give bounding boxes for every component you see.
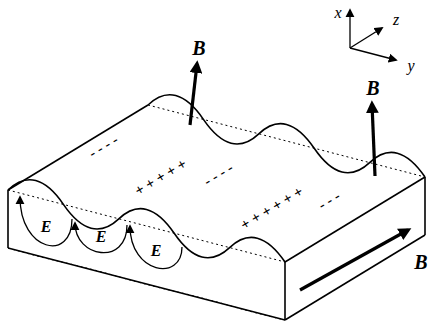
axis-label: x [334,5,341,21]
field-label: E [96,229,107,245]
axis-label: y [407,58,414,74]
axes [350,10,396,60]
charge-row: - - - - [87,132,121,161]
field-label: B [192,38,205,58]
charge-row: - - - - [202,160,236,189]
field-label: B [414,252,427,272]
field-arcs [20,197,182,269]
equilibrium-surface [8,105,425,320]
field-label: E [151,243,162,259]
field-arrows [190,64,408,290]
charge-row: + + + + + [132,156,189,199]
charge-row: + + + + + + [238,184,306,233]
axis-label: z [393,12,399,28]
charge-row: - - - [315,188,342,212]
field-label: B [366,78,379,98]
slab-outline [8,95,425,320]
field-label: E [41,219,52,235]
